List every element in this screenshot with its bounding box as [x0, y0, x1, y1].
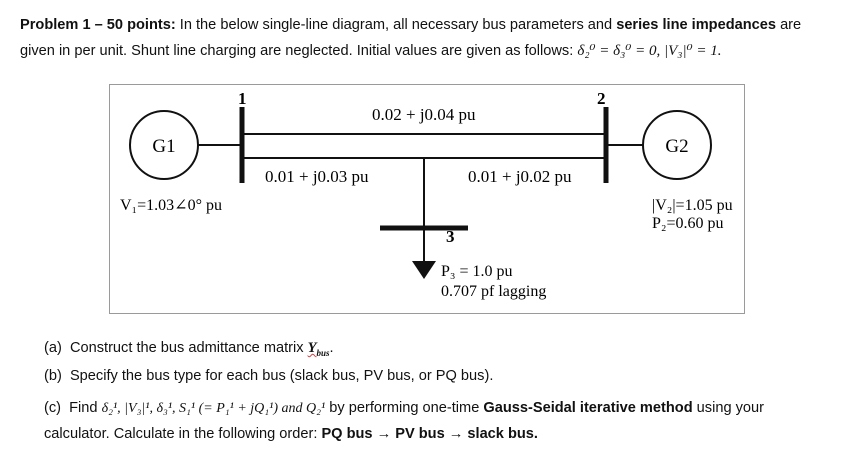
bus-3-label: 3: [446, 227, 455, 246]
single-line-diagram: G1 1 G2 2 0.02 + j0.04 pu 0.01 + j0.03 p…: [109, 84, 745, 314]
line-1-3-impedance: 0.01 + j0.03 pu: [265, 167, 369, 186]
question-a: (a) Construct the bus admittance matrix …: [44, 335, 334, 361]
intro-bold: series line impedances: [616, 17, 777, 33]
question-c-line2: calculator. Calculate in the following o…: [44, 421, 538, 447]
bus-1-voltage: V₁=1.03∠0° pu: [120, 197, 222, 214]
question-b-prefix: (b): [44, 368, 62, 384]
question-a-text: Construct the bus admittance matrix: [69, 340, 308, 356]
question-c-method: Gauss-Seidal iterative method: [483, 400, 692, 416]
ybus-symbol: Ybus: [307, 340, 330, 358]
generator-1-label: G1: [152, 136, 175, 157]
bus-2-label: 2: [597, 89, 606, 108]
question-c-math: δ₂¹, |V₃|¹, δ₃¹, S₁¹ (= P₁¹ + jQ₁¹) and …: [101, 401, 326, 416]
bus-2-voltage: |V₂|=1.05 pu: [652, 197, 733, 214]
question-c-text-a: by performing one-time: [325, 400, 484, 416]
diagram-svg: G1 1 G2 2 0.02 + j0.04 pu 0.01 + j0.03 p…: [120, 89, 733, 300]
question-a-prefix: (a): [44, 340, 62, 356]
load-power: P₃ = 1.0 pu: [441, 263, 513, 280]
intro-end: are: [776, 17, 802, 33]
question-a-end: .: [329, 340, 334, 356]
load-arrow-icon: [412, 261, 436, 279]
intro-line2: given in per unit. Shunt line charging a…: [20, 43, 574, 59]
question-c: (c) Find δ₂¹, |V₃|¹, δ₃¹, S₁¹ (= P₁¹ + j…: [44, 395, 764, 422]
method-name: Gauss-Seidal iterative method: [483, 400, 693, 416]
line-2-3-impedance: 0.01 + j0.02 pu: [468, 167, 572, 186]
question-b-text: Specify the bus type for each bus (slack…: [69, 368, 494, 384]
load-power-factor: 0.707 pf lagging: [441, 283, 546, 300]
calculation-order: PQ bus → PV bus → slack bus.: [321, 426, 538, 442]
problem-statement: Problem 1 – 50 points: In the below sing…: [20, 12, 842, 64]
bus-1-label: 1: [238, 89, 247, 108]
question-c-prefix: (c): [44, 400, 62, 416]
ybus-subscript: bus: [316, 347, 330, 358]
intro-text: In the below single-line diagram, all ne…: [175, 17, 617, 33]
line-1-2-impedance: 0.02 + j0.04 pu: [372, 105, 476, 124]
generator-2-label: G2: [665, 136, 688, 157]
initial-values: δ₂⁰ = δ₃⁰ = 0, |V₃|⁰ = 1.: [577, 43, 722, 59]
question-c-line2-text: calculator. Calculate in the following o…: [44, 426, 322, 442]
question-b: (b) Specify the bus type for each bus (s…: [44, 363, 493, 389]
question-c-text-b: using your: [692, 400, 765, 416]
bus-2-power: P₂=0.60 pu: [652, 215, 724, 232]
problem-title: Problem 1 – 50 points:: [20, 17, 176, 33]
ybus-letter: Y: [307, 340, 317, 356]
question-c-find: Find: [69, 400, 98, 416]
